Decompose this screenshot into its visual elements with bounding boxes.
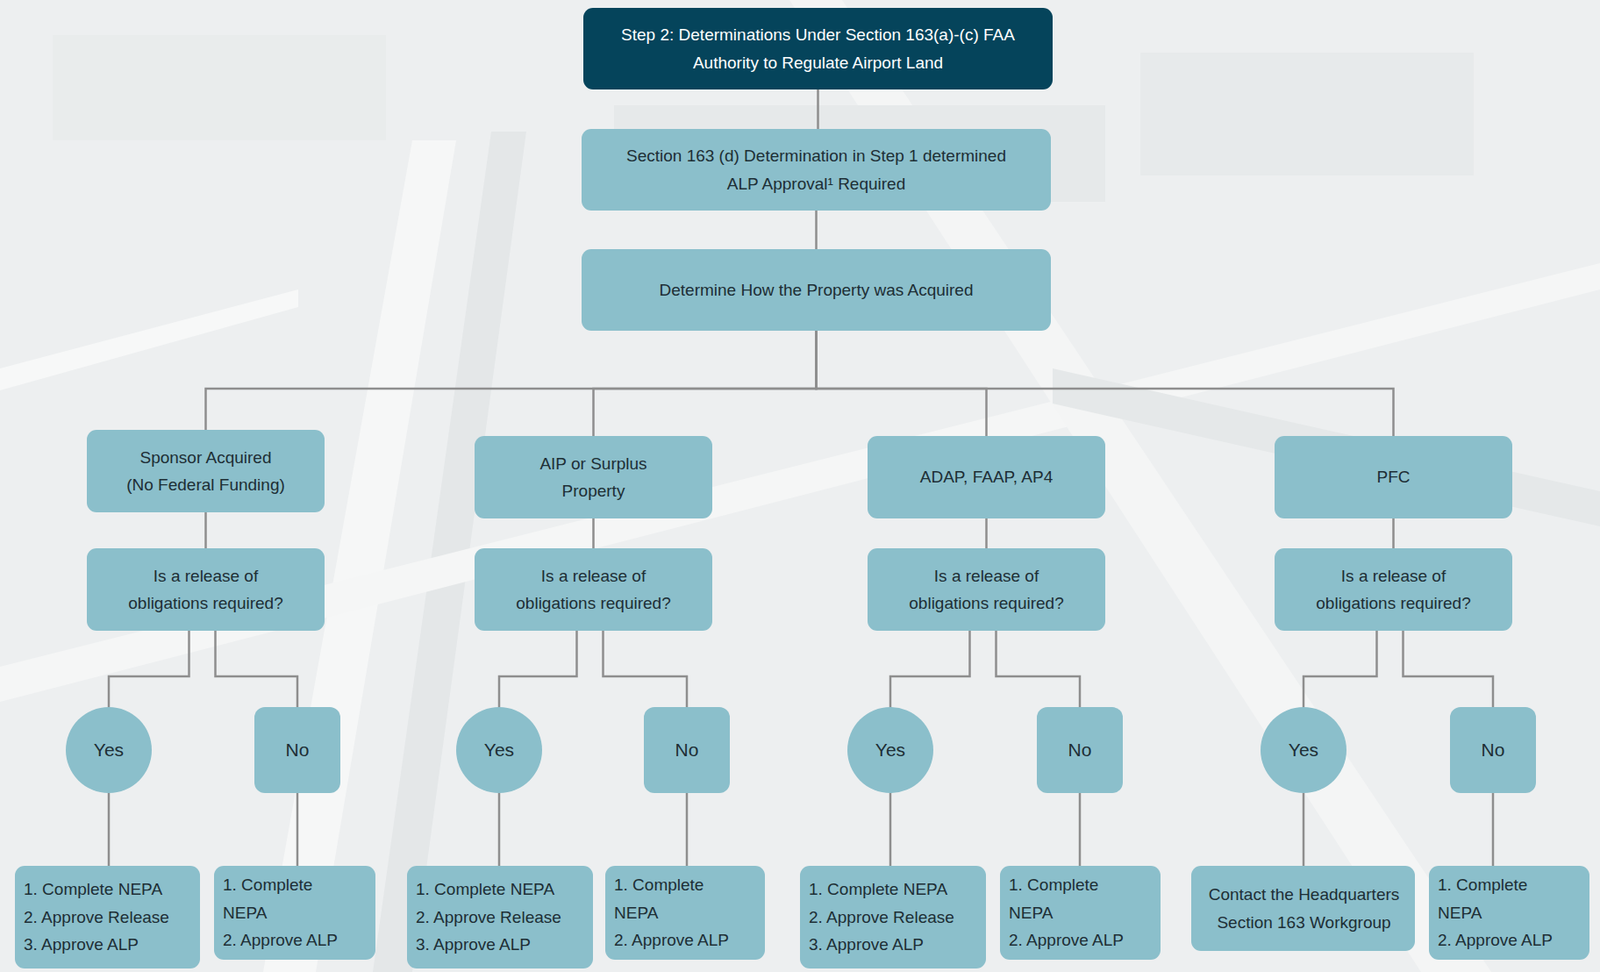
node-text: 3. Approve ALP — [23, 930, 139, 958]
connector-line — [498, 792, 501, 866]
connector-line — [1392, 518, 1395, 549]
node-text: 1. Complete NEPA — [222, 871, 346, 927]
connector-line — [889, 792, 893, 866]
header-box: Step 2: Determinations Under Section 163… — [583, 7, 1053, 90]
node-text: 2. Approve ALP — [1437, 926, 1553, 954]
category-box: Sponsor Acquired (No Federal Funding) — [86, 429, 325, 513]
category-box: ADAP, FAAP, AP4 — [867, 435, 1106, 519]
node-text: Determine How the Property was Acquired — [659, 276, 974, 304]
node-text: 1. Complete NEPA — [1437, 871, 1561, 927]
node-text: Is a release of obligations required? — [1313, 562, 1475, 618]
node-text: 2. Approve Release — [808, 903, 955, 931]
node-text: No — [285, 737, 310, 762]
no-box: No — [254, 707, 341, 793]
node-text: 3. Approve ALP — [808, 930, 924, 958]
action-box: 1. Complete NEPA2. Approve ALP — [214, 865, 376, 960]
no-box: No — [1036, 707, 1123, 793]
decision-box: Is a release of obligations required? — [867, 548, 1106, 631]
node-text: Yes — [1288, 737, 1319, 762]
connector-line — [215, 630, 299, 708]
node-text: 2. Approve ALP — [222, 926, 338, 954]
node-text: 2. Approve ALP — [614, 926, 729, 954]
connector-line — [206, 330, 817, 430]
node-text: 1. Complete NEPA — [23, 875, 163, 903]
node-text: Is a release of obligations required? — [125, 562, 287, 618]
node-text: PFC — [1377, 463, 1411, 491]
node-text: ADAP, FAAP, AP4 — [920, 463, 1053, 491]
node-text: Is a release of obligations required? — [513, 562, 675, 618]
node-text: 2. Approve Release — [415, 903, 562, 931]
decision-box: Is a release of obligations required? — [1274, 548, 1513, 631]
connector-line — [603, 630, 688, 708]
connector-line — [204, 512, 208, 549]
action-box: 1. Complete NEPA2. Approve Release3. App… — [407, 865, 593, 969]
no-box: No — [1450, 707, 1536, 793]
connector-line — [1303, 630, 1378, 708]
no-box: No — [643, 707, 730, 793]
connector-line — [108, 630, 190, 708]
yes-circle: Yes — [65, 707, 152, 793]
connector-line — [816, 89, 820, 129]
node-text: 1. Complete NEPA — [415, 875, 555, 903]
node-text: Is a release of obligations required? — [906, 562, 1068, 618]
action-box: 1. Complete NEPA2. Approve Release3. App… — [14, 865, 200, 969]
connector-line — [107, 792, 111, 866]
yes-circle: Yes — [1260, 707, 1347, 793]
node-text: Yes — [484, 737, 515, 762]
node-text: AIP or Surplus Property — [513, 450, 675, 506]
connector-line — [1078, 792, 1082, 866]
category-box: AIP or Surplus Property — [474, 435, 713, 519]
node-text: 1. Complete NEPA — [614, 871, 737, 927]
yes-circle: Yes — [847, 707, 934, 793]
connector-line — [499, 630, 578, 708]
node-text: Yes — [875, 737, 906, 762]
decision-box: Is a release of obligations required? — [86, 548, 325, 631]
process-box: Section 163 (d) Determination in Step 1 … — [581, 128, 1051, 211]
connector-line — [816, 330, 1394, 436]
connector-line — [1302, 792, 1306, 866]
node-text: 3. Approve ALP — [415, 930, 531, 958]
connector-line — [296, 792, 300, 866]
node-text: 1. Complete NEPA — [808, 875, 948, 903]
node-text: 1. Complete NEPA — [1008, 871, 1132, 927]
action-box: 1. Complete NEPA2. Approve ALP — [1000, 865, 1161, 960]
node-text: 2. Approve Release — [23, 903, 170, 931]
action-box: Contact the Headquarters Section 163 Wor… — [1191, 865, 1415, 951]
node-text: Step 2: Determinations Under Section 163… — [609, 21, 1027, 77]
node-text: Yes — [93, 737, 124, 762]
decision-box: Is a release of obligations required? — [474, 548, 713, 631]
action-box: 1. Complete NEPA2. Approve Release3. App… — [800, 865, 986, 969]
yes-circle: Yes — [456, 707, 543, 793]
connector-line — [592, 518, 595, 549]
action-box: 1. Complete NEPA2. Approve ALP — [605, 865, 765, 960]
process-box: Determine How the Property was Acquired — [581, 249, 1051, 331]
node-text: No — [675, 737, 700, 762]
node-text: No — [1481, 737, 1506, 762]
connector-line — [593, 330, 817, 436]
connector-line — [1403, 630, 1494, 708]
node-text: Contact the Headquarters Section 163 Wor… — [1202, 880, 1407, 936]
connector-line — [985, 518, 988, 549]
connector-line — [816, 330, 987, 436]
connector-line — [890, 630, 971, 708]
action-box: 1. Complete NEPA2. Approve ALP — [1428, 865, 1590, 960]
node-text: 2. Approve ALP — [1008, 926, 1124, 954]
connector-line — [1492, 792, 1495, 866]
node-text: No — [1068, 737, 1093, 762]
connector-line — [685, 792, 689, 866]
category-box: PFC — [1274, 435, 1513, 519]
connector-line — [996, 630, 1081, 708]
node-text: Section 163 (d) Determination in Step 1 … — [618, 142, 1015, 198]
node-text: Sponsor Acquired (No Federal Funding) — [125, 443, 287, 500]
connector-line — [814, 210, 818, 250]
